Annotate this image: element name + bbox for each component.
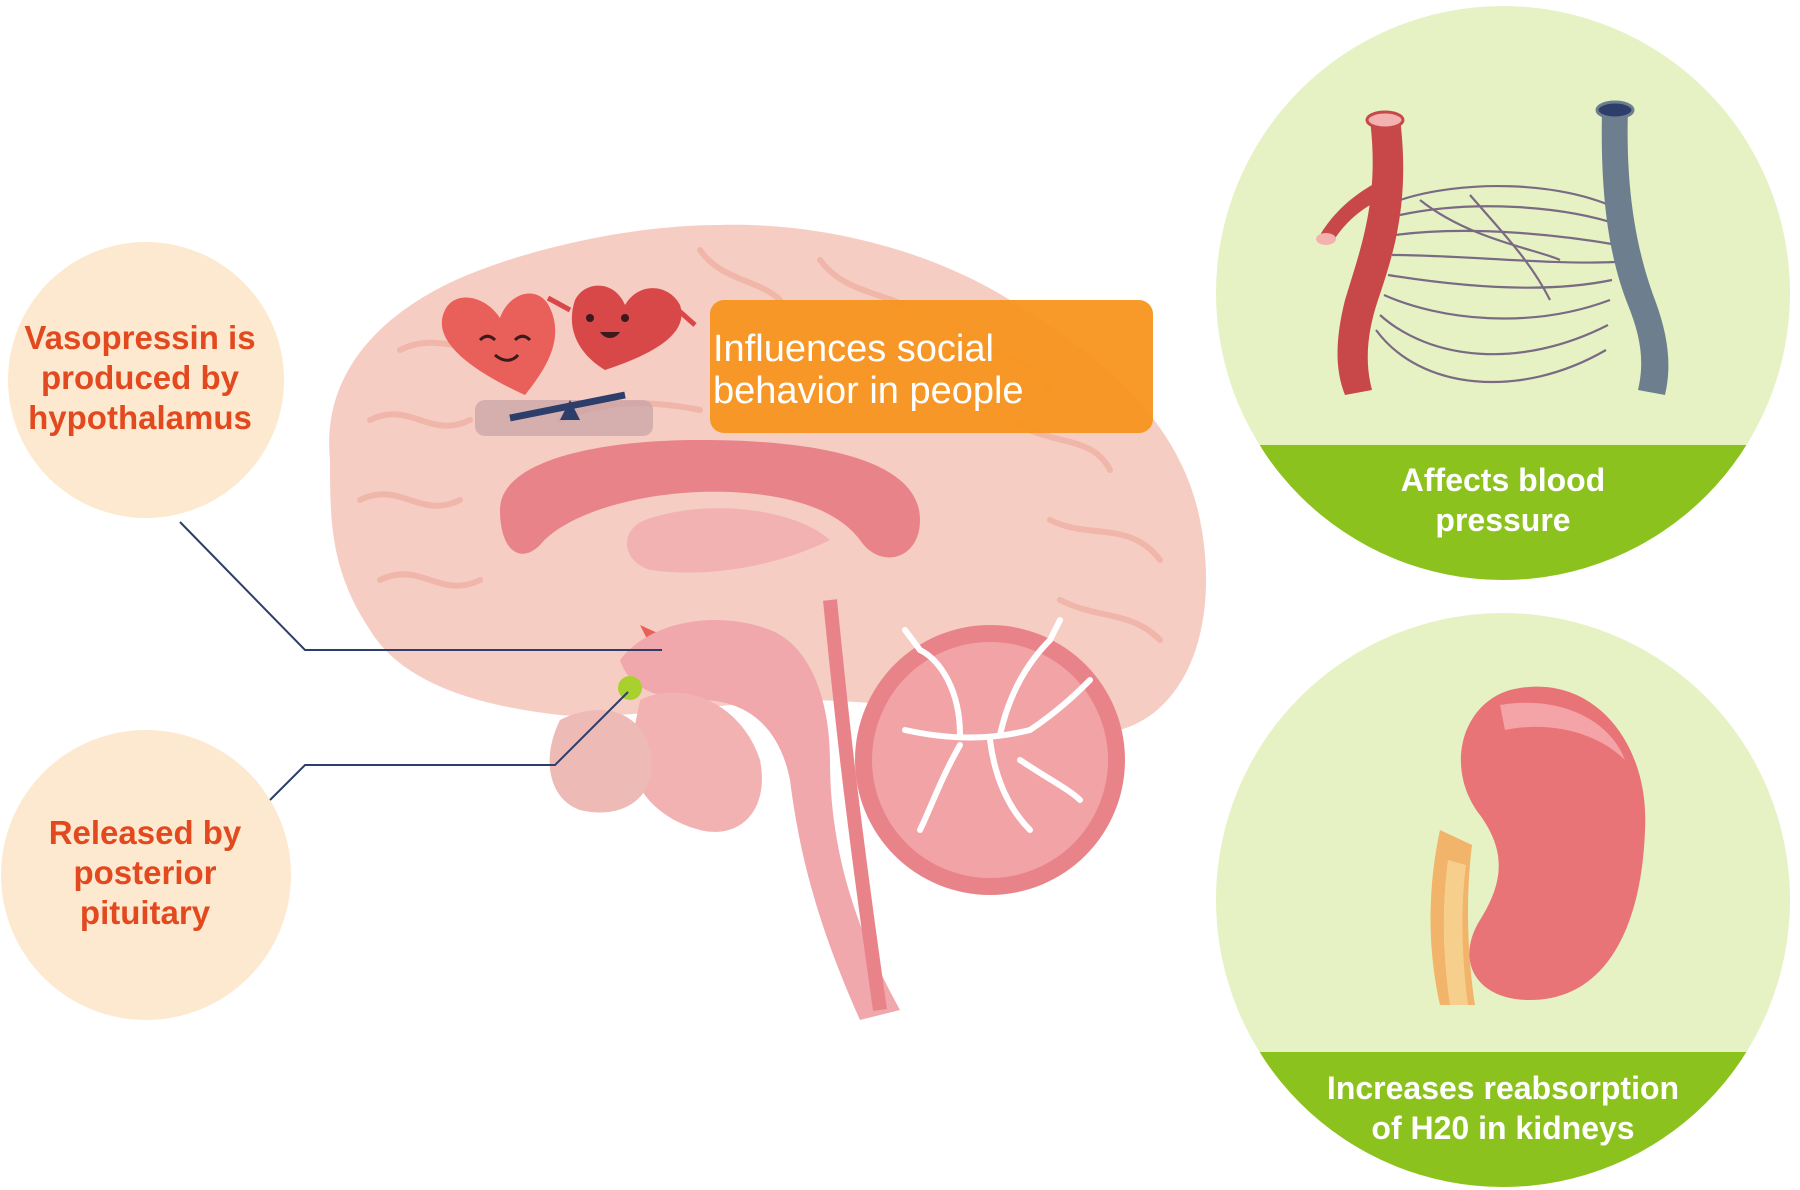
social-behavior-label: Influences social behavior in people — [713, 328, 1143, 412]
blood-vessels-icon — [1316, 100, 1669, 395]
hypothalamus-label-line2: produced by — [40, 359, 240, 396]
blood-pressure-label: Affects blood pressure — [1268, 460, 1738, 540]
social-behavior-box — [710, 300, 1153, 433]
heart-characters-seesaw-icon — [441, 285, 697, 436]
social-behavior-line1: Influences social — [713, 328, 994, 370]
vasopressin-term: Vasopressin — [24, 319, 219, 356]
hypothalamus-label-line3: hypothalamus — [28, 399, 252, 436]
blood-pressure-panel — [1216, 6, 1790, 580]
social-behavior-line2: behavior in people — [713, 370, 1024, 412]
pituitary-label-line1: Released by — [48, 814, 242, 851]
blood-pressure-line2: pressure — [1435, 502, 1571, 538]
pituitary-leader-line — [269, 691, 629, 801]
hypothalamus-label: Vasopressin is produced by hypothalamus — [10, 318, 270, 438]
hypothalamus-label-line1-rest: is — [218, 319, 256, 356]
kidney-label: Increases reabsorption of H20 in kidneys — [1268, 1068, 1738, 1148]
pituitary-label: Released by posterior pituitary — [10, 813, 280, 933]
pituitary-label-line3: pituitary — [79, 894, 211, 931]
kidney-line2: of H20 in kidneys — [1371, 1110, 1635, 1146]
kidney-line1: Increases reabsorption — [1326, 1070, 1680, 1106]
kidney-icon — [1430, 686, 1646, 1005]
hypothalamus-leader-line — [179, 521, 662, 651]
blood-pressure-line1: Affects blood — [1400, 462, 1606, 498]
hypothalamus-label-bubble — [8, 242, 284, 518]
pituitary-label-bubble — [1, 730, 291, 1020]
pituitary-label-line2: posterior — [73, 854, 217, 891]
